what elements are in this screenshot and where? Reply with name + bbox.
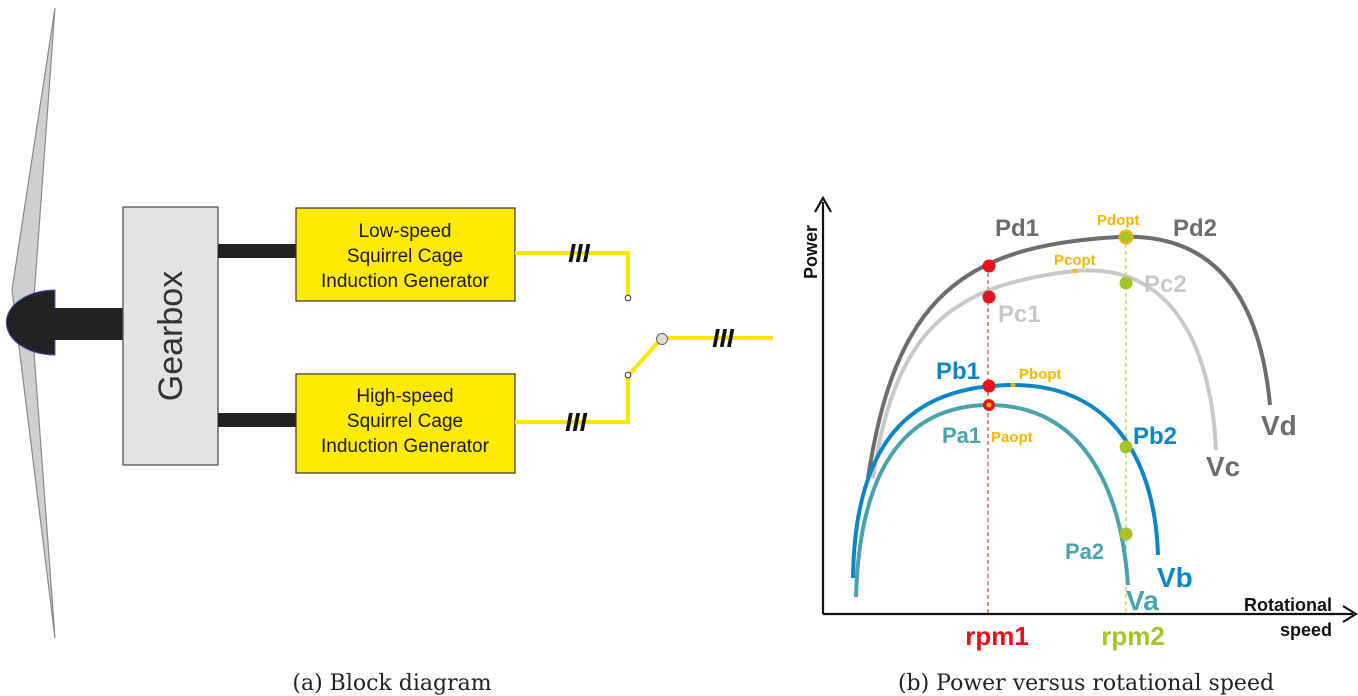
curve-vb [851, 382, 1160, 579]
x-axis-label-line2: speed [1280, 620, 1332, 640]
high-speed-generator-line1: High-speed [356, 386, 453, 407]
low-speed-generator-line2: Squirrel Cage [347, 246, 463, 267]
label-pb1: Pb1 [936, 358, 980, 385]
point-pbopt [1010, 382, 1016, 388]
phase-marker-high: III [565, 407, 587, 437]
point-pdopt [1118, 229, 1134, 245]
block-diagram: Gearbox Low-speed Squirrel Cage Inductio… [5, 7, 773, 696]
label-vd: Vd [1261, 410, 1297, 441]
point-pa2 [1119, 527, 1133, 541]
label-pcopt: Pcopt [1054, 252, 1096, 269]
high-speed-cable [515, 376, 630, 424]
label-pa2: Pa2 [1065, 539, 1104, 564]
x-axis-label-line1: Rotational [1244, 595, 1332, 615]
phase-marker-grid: III [712, 323, 734, 353]
switch-lever [626, 338, 662, 378]
label-pd1: Pd1 [995, 215, 1039, 242]
phase-marker-low: III [568, 238, 590, 268]
power-chart: Power Rotational speed Pd1 Pd2 Pdopt Pco… [801, 195, 1358, 696]
point-pcopt [1072, 268, 1078, 274]
low-speed-generator-line3: Induction Generator [321, 271, 490, 292]
low-speed-cable [515, 251, 630, 296]
high-speed-shaft [218, 413, 296, 427]
label-rpm2: rpm2 [1101, 621, 1165, 651]
low-speed-shaft [218, 244, 296, 258]
low-speed-generator-box [295, 207, 516, 302]
label-pd2: Pd2 [1173, 215, 1217, 242]
gearbox-label: Gearbox [152, 271, 190, 401]
label-paopt: Paopt [991, 429, 1033, 446]
label-pc1: Pc1 [998, 301, 1041, 328]
low-speed-contact [624, 294, 632, 302]
gearbox-box [122, 206, 219, 466]
curve-vd [866, 234, 1272, 479]
label-va: Va [1126, 585, 1159, 616]
switch-pivot [656, 333, 668, 345]
label-pc2: Pc2 [1144, 271, 1187, 298]
x-axis-arrow [1342, 605, 1358, 623]
point-paopt [986, 402, 992, 408]
point-pd1 [982, 259, 996, 273]
label-pdopt: Pdopt [1097, 212, 1140, 229]
point-pb1 [982, 379, 996, 393]
label-pbopt: Pbopt [1019, 366, 1062, 383]
y-axis-arrow [814, 195, 832, 213]
high-speed-generator-line2: Squirrel Cage [347, 411, 463, 432]
turbine-hub [5, 289, 56, 356]
point-pb2 [1119, 440, 1133, 454]
label-pa1: Pa1 [942, 423, 981, 448]
point-pc2 [1119, 276, 1133, 290]
main-shaft [52, 308, 125, 340]
label-vc: Vc [1206, 451, 1240, 482]
caption-b: (b) Power versus rotational speed [898, 671, 1274, 696]
label-rpm1: rpm1 [965, 621, 1029, 651]
high-speed-generator-line3: Induction Generator [321, 436, 490, 457]
label-vb: Vb [1157, 562, 1193, 593]
caption-a: (a) Block diagram [292, 671, 491, 696]
high-speed-contact [624, 371, 632, 379]
label-pb2: Pb2 [1133, 423, 1177, 450]
low-speed-generator-line1: Low-speed [359, 221, 452, 242]
high-speed-generator-box [295, 373, 516, 474]
y-axis-label: Power [801, 225, 821, 279]
point-pc1 [982, 290, 996, 304]
